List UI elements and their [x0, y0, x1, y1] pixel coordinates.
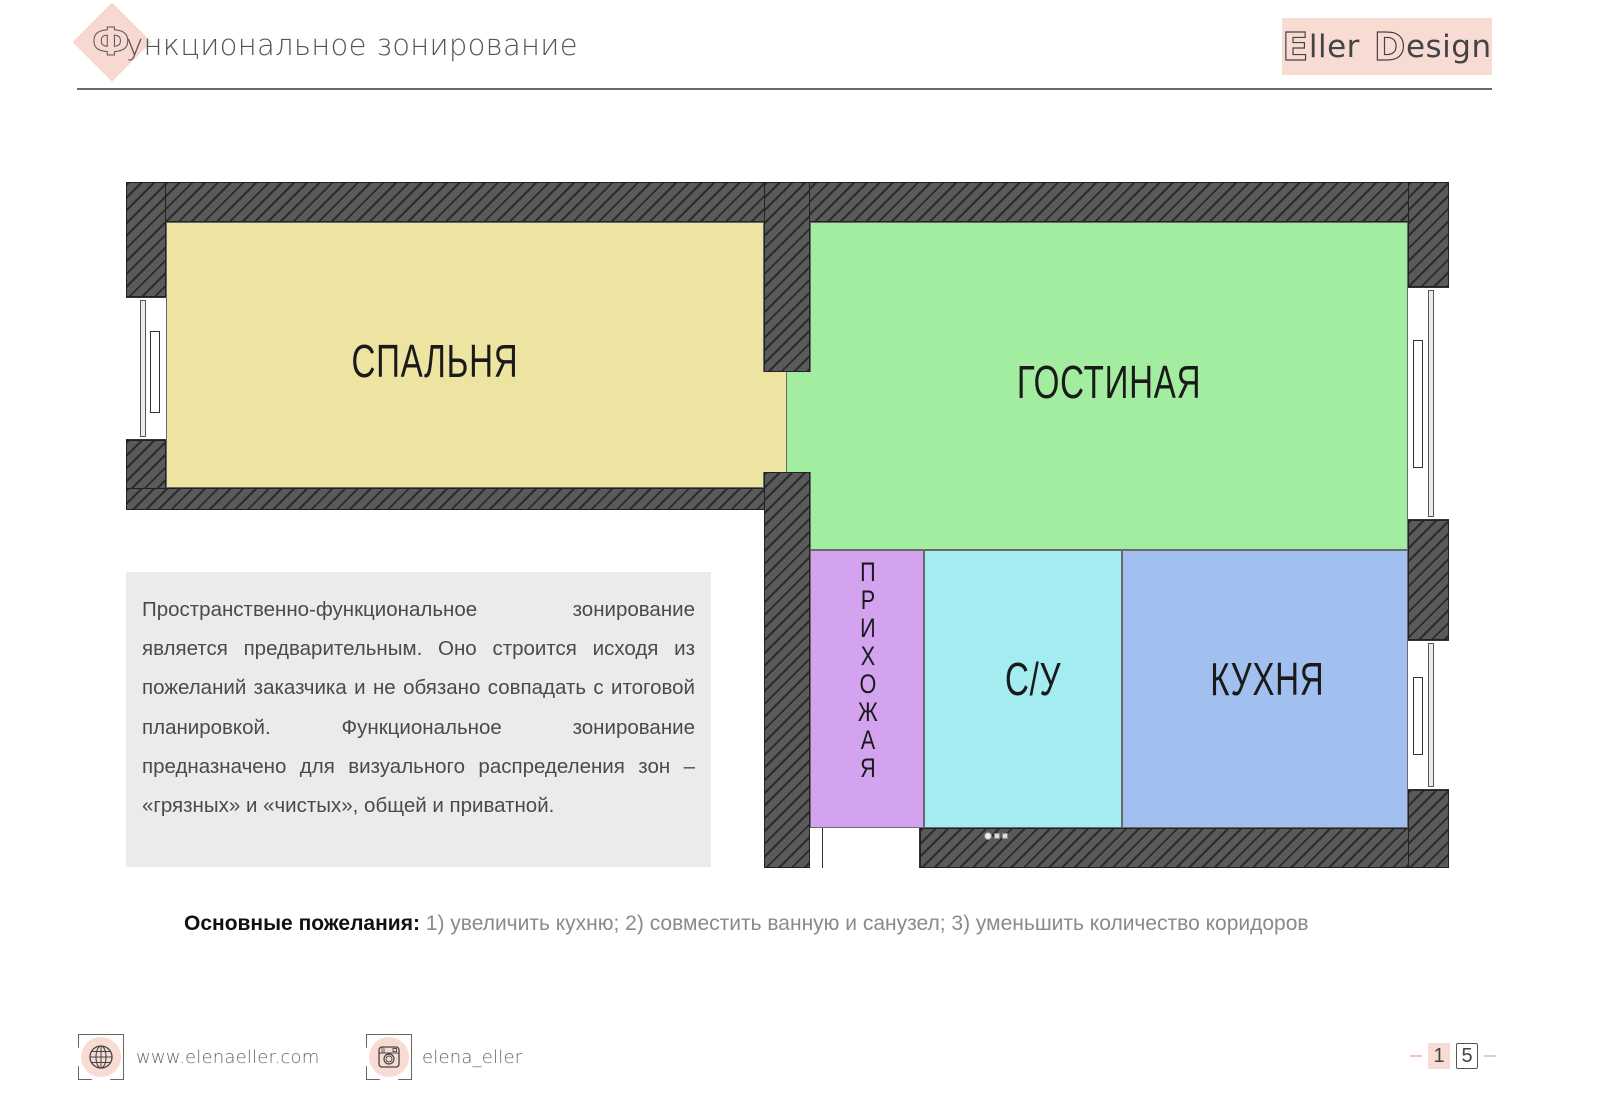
brand-text-1: ller	[1308, 28, 1360, 65]
room-hallway: ПРИХОЖАЯ	[810, 550, 924, 828]
window-bedroom	[126, 297, 166, 440]
wall-partition-lower	[764, 472, 810, 868]
footer-website[interactable]: www.elenaeller.com	[78, 1034, 320, 1080]
brand-initial-d: D	[1373, 24, 1406, 69]
page-title: ункциональное зонирование	[126, 28, 578, 62]
client-wishes: Основные пожелания: 1) увеличить кухню; …	[184, 912, 1309, 936]
room-bedroom: СПАЛЬНЯ	[166, 222, 764, 488]
wall-partition-upper	[764, 182, 810, 372]
wall-right-bottom	[1408, 790, 1449, 868]
entrance-door-gap	[822, 828, 920, 868]
brand-text-2: esign	[1405, 28, 1492, 65]
wall-right-mid	[1408, 520, 1449, 640]
pager-dash-left	[1410, 1055, 1422, 1057]
room-living: ГОСТИНАЯ	[810, 222, 1408, 550]
instagram-icon	[369, 1037, 409, 1077]
room-label-hallway: ПРИХОЖАЯ	[855, 557, 880, 781]
room-label-kitchen: КУХНЯ	[1209, 653, 1325, 705]
client-wishes-label: Основные пожелания:	[184, 912, 420, 935]
website-link[interactable]: www.elenaeller.com	[136, 1046, 320, 1068]
wall-bedroom-bottom	[126, 488, 806, 510]
header-divider	[77, 88, 1492, 90]
room-label-living: ГОСТИНАЯ	[1016, 356, 1202, 408]
pager-dash-right	[1484, 1055, 1496, 1057]
zoning-note-text: Пространственно-функциональное зонирован…	[142, 598, 695, 818]
instagram-handle[interactable]: elena_eller	[422, 1046, 523, 1068]
brand-logo: E ller D esign	[1282, 18, 1492, 75]
room-label-bathroom: С/У	[1004, 653, 1062, 705]
bedroom-doorway	[760, 372, 786, 472]
globe-icon	[81, 1037, 121, 1077]
room-bathroom: С/У	[924, 550, 1122, 828]
living-doorway	[786, 372, 813, 472]
client-wishes-text: 1) увеличить кухню; 2) совместить ванную…	[419, 912, 1309, 935]
zoning-note-box: Пространственно-функциональное зонирован…	[126, 572, 711, 867]
wall-left-upper	[126, 182, 166, 297]
total-pages-number: 5	[1456, 1043, 1478, 1069]
room-kitchen: КУХНЯ	[1122, 550, 1408, 828]
page-indicator: 1 5	[1410, 1043, 1496, 1069]
window-living	[1408, 287, 1449, 520]
outlet-marker	[984, 832, 1010, 840]
wall-bottom	[920, 828, 1449, 868]
footer-instagram[interactable]: elena_eller	[366, 1034, 522, 1080]
wall-right-top	[1408, 182, 1449, 287]
window-kitchen	[1408, 640, 1449, 790]
room-label-bedroom: СПАЛЬНЯ	[351, 335, 519, 387]
brand-initial-e: E	[1282, 24, 1309, 69]
title-initial-letter: Ф	[92, 20, 131, 65]
current-page-number: 1	[1428, 1043, 1450, 1069]
